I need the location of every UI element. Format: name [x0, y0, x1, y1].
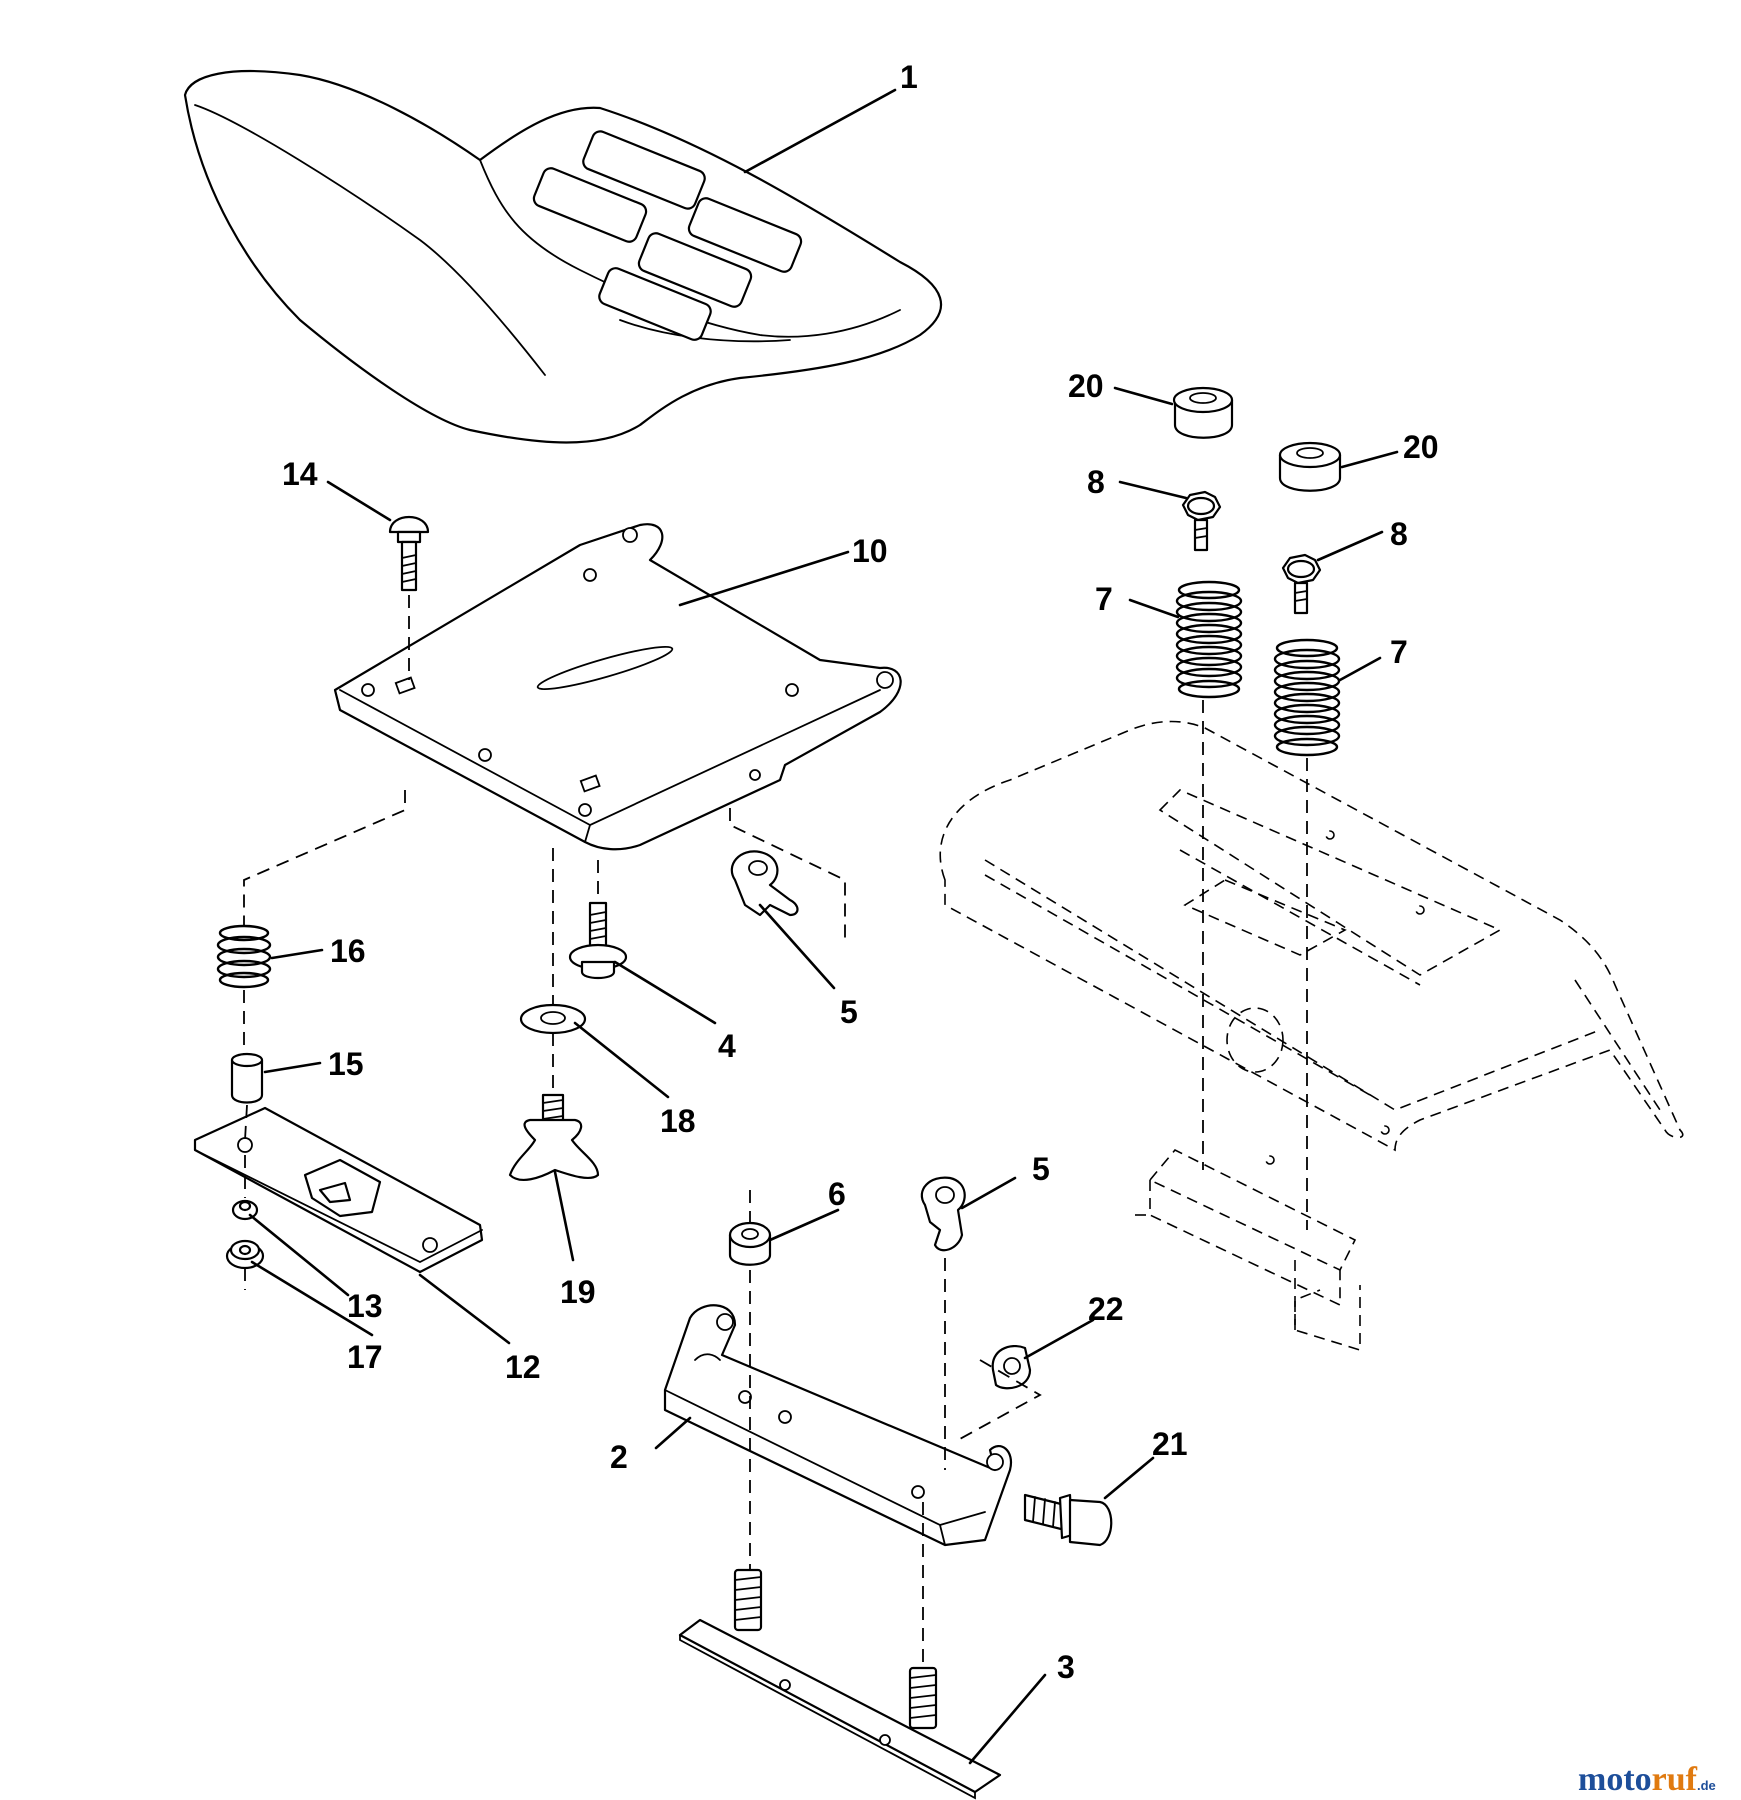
- callout-5-lower: 5: [1032, 1151, 1050, 1187]
- callout-6: 6: [828, 1176, 846, 1212]
- adjustment-knob-part: [508, 1093, 600, 1182]
- callout-20-left: 20: [1068, 368, 1104, 404]
- spacer-part: [230, 1052, 264, 1104]
- shoulder-bolt-part: [568, 901, 628, 980]
- fender-frame-phantom: [939, 720, 1684, 1352]
- motoruf-watermark: motoruf.de: [1578, 1761, 1716, 1798]
- callout-18: 18: [660, 1103, 696, 1139]
- callout-5-upper: 5: [840, 994, 858, 1030]
- bolt-left-part: [1181, 490, 1222, 552]
- hex-bolt-part: [1023, 1493, 1113, 1547]
- leader-lines: [248, 88, 1399, 1765]
- callout-22: 22: [1088, 1291, 1124, 1327]
- bushing-left-part: [1172, 386, 1234, 439]
- spring-right-part: [1273, 638, 1341, 757]
- callout-7-left: 7: [1095, 581, 1113, 617]
- seat-pads: [532, 130, 803, 341]
- callout-16: 16: [330, 933, 366, 969]
- callout-15: 15: [328, 1046, 364, 1082]
- stud-left: [733, 1568, 763, 1632]
- flat-washer-part: [519, 1003, 587, 1035]
- carriage-bolt-part: [388, 516, 430, 592]
- callout-8-left: 8: [1087, 464, 1105, 500]
- slide-bracket-part: [193, 1106, 484, 1274]
- watermark-blue: moto: [1578, 1761, 1652, 1798]
- bushing-right-part: [1278, 441, 1342, 492]
- pivot-bracket-part: [663, 1304, 1013, 1547]
- stud-right: [908, 1666, 938, 1730]
- assembly-lines: [243, 595, 1308, 1665]
- clip-upper-part: [730, 850, 799, 917]
- callout-20-right: 20: [1403, 429, 1439, 465]
- spring-small-part: [216, 924, 272, 989]
- callout-13: 13: [347, 1288, 383, 1324]
- callout-4: 4: [718, 1028, 736, 1064]
- watermark-orange: ruf: [1652, 1761, 1698, 1798]
- callout-12: 12: [505, 1349, 541, 1385]
- base-plate-part: [678, 1568, 1002, 1800]
- watermark-suffix: .de: [1697, 1778, 1716, 1793]
- washer-part: [231, 1199, 259, 1221]
- lock-nut-part: [728, 1221, 772, 1266]
- callout-2: 2: [610, 1439, 628, 1475]
- callout-7-right: 7: [1390, 634, 1408, 670]
- seat-part: [183, 69, 942, 444]
- hex-nut-part: [991, 1344, 1032, 1390]
- callout-8-right: 8: [1390, 516, 1408, 552]
- callout-14: 14: [282, 456, 318, 492]
- callout-labels: 1 14 10 16 15 4 5 18 19 13 17 12 6 5 22 …: [282, 59, 1439, 1685]
- callout-19: 19: [560, 1274, 596, 1310]
- callout-3: 3: [1057, 1649, 1075, 1685]
- callout-10: 10: [852, 533, 888, 569]
- callout-1: 1: [900, 59, 918, 95]
- callout-17: 17: [347, 1339, 383, 1375]
- bolt-right-part: [1281, 553, 1322, 615]
- clip-lower-part: [920, 1176, 966, 1252]
- callout-21: 21: [1152, 1426, 1188, 1462]
- svg-text:motoruf.de: motoruf.de: [1578, 1761, 1716, 1798]
- spring-left-part: [1175, 580, 1243, 699]
- seat-pan-part: [333, 523, 902, 851]
